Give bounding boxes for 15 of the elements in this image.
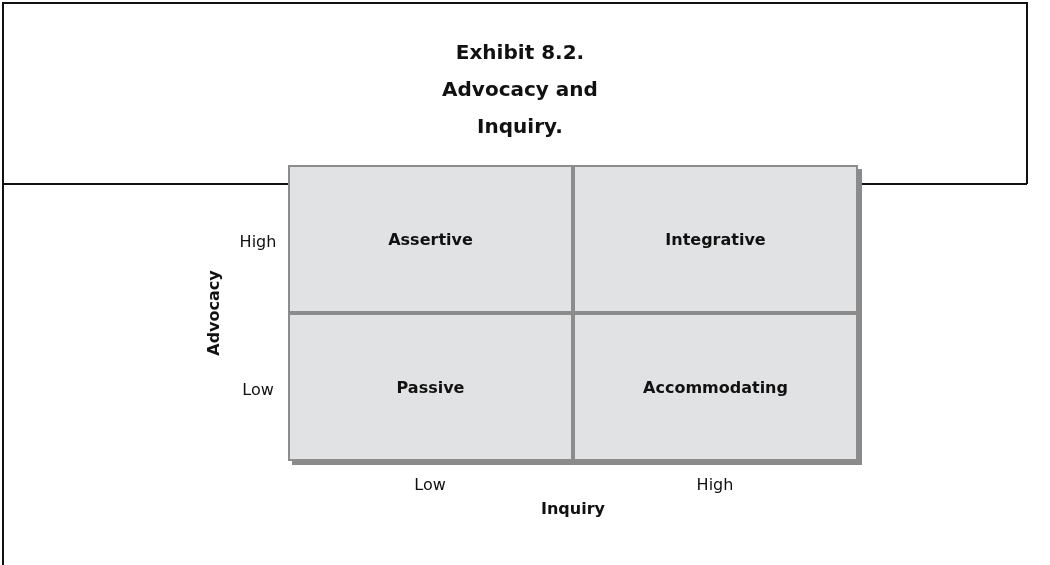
quadrant-label: Accommodating <box>643 377 788 397</box>
title: Exhibit 8.2. Advocacy and Inquiry. <box>441 39 599 140</box>
quadrant-cell <box>573 165 858 313</box>
axis-tick-label: High <box>239 231 277 251</box>
axis-tick-label: Low <box>414 474 446 494</box>
quadrant-cell <box>288 165 573 313</box>
axis-title: Inquiry <box>541 498 605 518</box>
quadrant-cell <box>288 313 573 461</box>
quadrant-label: Passive <box>396 377 465 397</box>
quadrant-label: Assertive <box>388 229 473 249</box>
axis-title: Advocacy <box>203 270 223 356</box>
axis-tick-label: Low <box>242 379 274 399</box>
quadrant-label: Integrative <box>665 229 766 249</box>
axis-tick-label: High <box>696 474 734 494</box>
quadrant-cell <box>573 313 858 461</box>
